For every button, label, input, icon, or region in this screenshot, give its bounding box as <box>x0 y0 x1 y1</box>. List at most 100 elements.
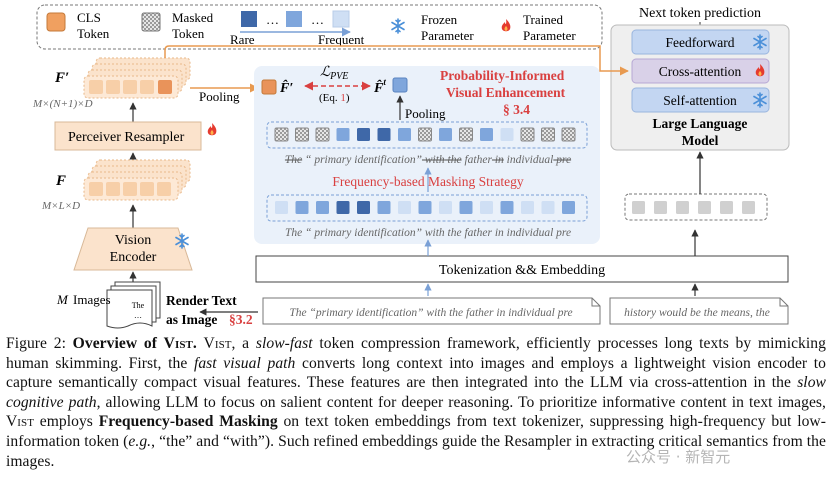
cls-token-swatch <box>46 12 66 32</box>
caption-vist: Vist <box>203 335 232 352</box>
pooling-left-label: Pooling <box>199 89 240 104</box>
perceiver-label: Perceiver Resampler <box>68 130 185 145</box>
text-token <box>439 128 452 141</box>
llm-text-token <box>720 201 733 214</box>
perceiver-resampler-block <box>54 121 202 151</box>
masked-token <box>541 127 555 142</box>
self-attention-label: Self-attention <box>663 93 737 108</box>
masked-token <box>274 127 289 142</box>
page-text-line1: The <box>132 301 145 310</box>
f-stack <box>83 159 191 201</box>
eq-ref: (Eq. 1) <box>319 92 350 104</box>
legend-frequent-label: Frequent <box>318 32 365 47</box>
masked-token <box>295 127 309 142</box>
text-token <box>357 201 370 214</box>
render-text-label: Render Text <box>166 293 237 308</box>
tokenization-bar <box>255 255 789 283</box>
pve-title-line2: Visual Enhancement <box>446 85 566 100</box>
llm-block: Next token prediction Feedforward Cross-… <box>610 6 790 194</box>
masked-token-row <box>266 121 588 149</box>
caption-figure-number: Figure 2: <box>6 335 66 352</box>
llm-text-token <box>742 201 755 214</box>
images-label: Images <box>73 292 111 307</box>
cross-attention-layer <box>631 58 770 84</box>
feedforward-layer <box>631 29 770 55</box>
text-token <box>500 201 514 214</box>
text-token <box>398 128 411 141</box>
input-text: The “primary identification” with the fa… <box>289 307 572 319</box>
feedforward-label: Feedforward <box>666 35 735 50</box>
text-token <box>336 128 350 141</box>
llm-title-line1: Large Language <box>653 116 748 131</box>
text-token <box>377 201 391 214</box>
f-prime-symbol: F′ <box>54 70 69 86</box>
input-text-doc <box>262 297 601 325</box>
history-text: history would be the means, the <box>624 307 770 319</box>
f-hat-prime-token <box>261 79 277 95</box>
masked-token <box>561 127 576 142</box>
pooling-right-label: Pooling <box>405 106 446 121</box>
masked-token-swatch <box>141 12 161 32</box>
full-caption: The “ primary identification” with the f… <box>285 227 571 239</box>
f-hat-t-symbol: F̂t <box>373 77 386 96</box>
f-hat-prime-symbol: F̂′ <box>279 79 293 96</box>
llm-text-token <box>676 201 689 214</box>
text-token <box>398 201 411 214</box>
masked-token <box>459 127 473 142</box>
text-token <box>377 128 391 141</box>
cross-attention-label: Cross-attention <box>659 64 742 79</box>
tokenization-label: Tokenization && Embedding <box>439 263 605 278</box>
f-hat-t-token <box>392 77 408 93</box>
history-text-doc <box>609 297 789 325</box>
cls-token <box>158 80 172 94</box>
text-token <box>500 128 514 141</box>
f-prime-stack <box>83 57 191 99</box>
vision-encoder-block <box>73 227 193 271</box>
text-token <box>275 201 288 214</box>
self-attention-layer <box>631 87 770 113</box>
text-token <box>521 201 534 214</box>
left-column: F′ M×(N+1)×D Perceiver Resampler F M×L×D… <box>32 57 253 329</box>
lpve-symbol: ℒPVE <box>320 65 348 82</box>
text-token <box>439 201 452 214</box>
next-token-label: Next token prediction <box>639 6 761 21</box>
masked-caption: The “ primary identification” with the f… <box>285 154 571 166</box>
text-token <box>459 201 473 214</box>
llm-text-token <box>632 201 645 214</box>
middle-panel: F̂′ ℒPVE (Eq. 1) F̂t Pooling Probability… <box>254 65 600 244</box>
f-symbol: F <box>55 173 66 189</box>
f-dims: M×L×D <box>41 200 80 212</box>
section-3-4-label: § 3.4 <box>503 102 530 117</box>
svg-text:…: … <box>134 311 142 320</box>
llm-text-token <box>654 201 667 214</box>
svg-text:…: … <box>266 12 279 27</box>
caption-fbm: Frequency-based Masking <box>98 413 278 431</box>
rendered-images-stack: The … <box>106 281 161 329</box>
m-symbol: M <box>56 292 69 307</box>
text-token <box>316 201 329 214</box>
text-token <box>418 201 432 214</box>
text-token <box>295 201 309 214</box>
masked-token <box>520 127 535 142</box>
frequency-gradient: … … Rare Frequent <box>230 10 365 47</box>
as-image-label: as Image <box>166 312 217 327</box>
feature-to-xattn-path <box>164 45 629 76</box>
llm-title-line2: Model <box>682 133 719 148</box>
llm-text-token <box>698 201 711 214</box>
text-token <box>480 128 493 141</box>
svg-text:…: … <box>311 12 324 27</box>
text-token <box>336 201 350 214</box>
text-token <box>562 201 575 214</box>
masked-token <box>418 127 432 142</box>
text-token <box>357 128 370 141</box>
text-token <box>541 201 555 214</box>
text-token <box>480 201 493 214</box>
llm-input-token-row <box>624 193 768 221</box>
full-token-row <box>266 194 588 222</box>
caption-title: Overview of Vist. <box>72 335 197 352</box>
